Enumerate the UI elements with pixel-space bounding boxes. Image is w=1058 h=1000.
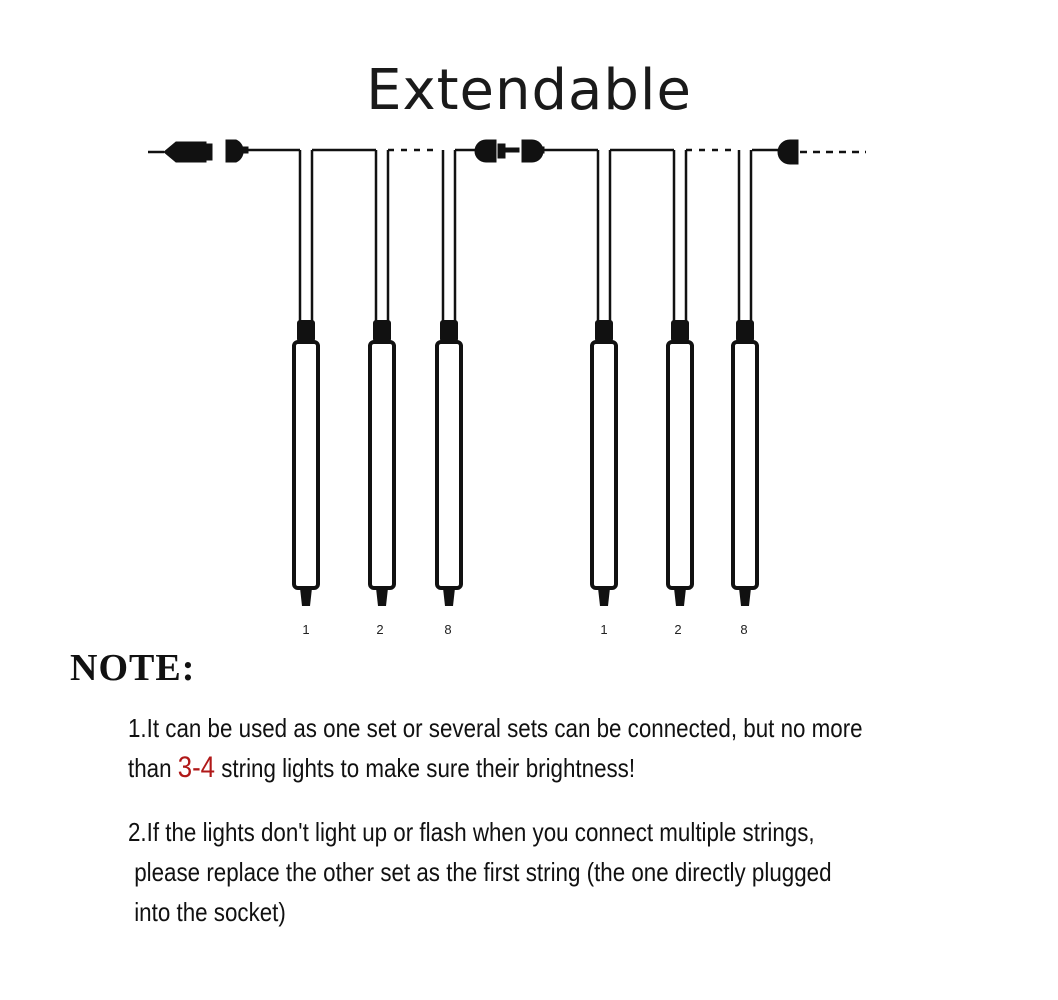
light-tube-8 xyxy=(435,320,463,606)
note-text: than xyxy=(128,753,178,783)
tube-label: 1 xyxy=(600,622,607,637)
plug-collar xyxy=(205,143,213,161)
note-item-2: 2.If the lights don't light up or flash … xyxy=(128,812,832,932)
tube-label: 8 xyxy=(444,622,451,637)
plug-collar xyxy=(497,143,506,159)
note-item-2-line-2: please replace the other set as the firs… xyxy=(128,857,832,887)
light-tube-8 xyxy=(731,320,759,606)
end-cap-icon xyxy=(777,139,799,165)
note-heading: NOTE: xyxy=(70,647,196,689)
highlight-count: 3-4 xyxy=(177,751,216,784)
light-tube-2 xyxy=(666,320,694,606)
tube-group-2 xyxy=(590,320,759,606)
note-item-1-line-1: 1.It can be used as one set or several s… xyxy=(128,713,863,743)
tube-group-1 xyxy=(292,320,463,606)
tube-label: 1 xyxy=(302,622,309,637)
tube-label: 2 xyxy=(376,622,383,637)
plug-stem xyxy=(504,147,520,153)
tube-label: 2 xyxy=(674,622,681,637)
plug-tail xyxy=(531,146,545,154)
note-text: string lights to make sure their brightn… xyxy=(215,753,636,783)
male-plug-icon xyxy=(163,141,207,163)
extendable-wiring-diagram: 1 2 8 1 2 8 xyxy=(148,139,866,637)
note-item-1: 1.It can be used as one set or several s… xyxy=(128,708,863,788)
note-item-2-line-3: into the socket) xyxy=(128,897,286,927)
light-tube-2 xyxy=(368,320,396,606)
note-item-1-line-2: than 3-4 string lights to make sure thei… xyxy=(128,748,863,788)
note-item-2-line-1: 2.If the lights don't light up or flash … xyxy=(128,817,815,847)
diagram-title: Extendable xyxy=(366,58,692,123)
light-tube-1 xyxy=(292,320,320,606)
socket-tail xyxy=(235,146,249,154)
female-socket-icon xyxy=(474,139,497,163)
light-tube-1 xyxy=(590,320,618,606)
tube-label: 8 xyxy=(740,622,747,637)
